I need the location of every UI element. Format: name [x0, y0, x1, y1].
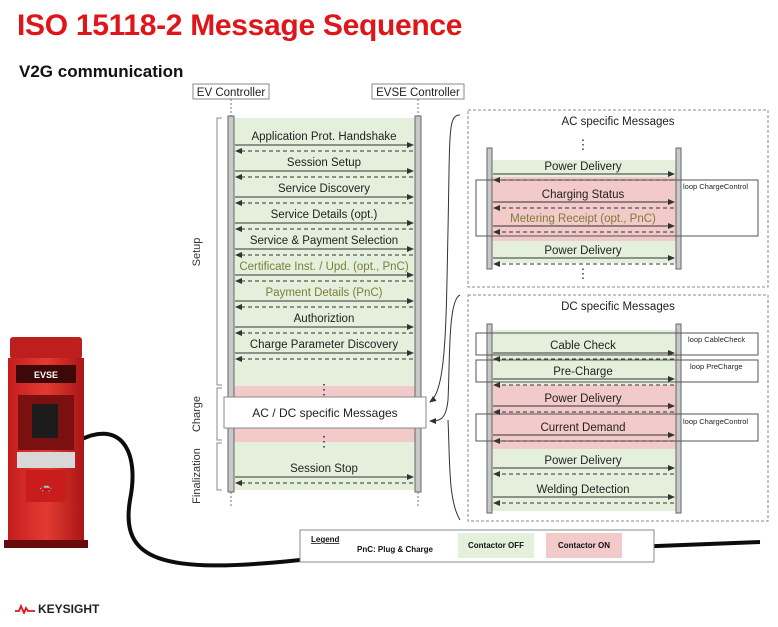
- ac_panel-message-2: Metering Receipt (opt., PnC): [493, 213, 675, 235]
- message-6: Payment Details (PnC): [235, 287, 414, 310]
- message-4: Service & Payment Selection: [235, 235, 414, 258]
- evse-station-illustration: EVSE 🚗: [4, 337, 88, 548]
- ac-panel-title: AC specific Messages: [561, 116, 674, 128]
- panel-message-label: Metering Receipt (opt., PnC): [510, 213, 656, 225]
- message-7: Authoriztion: [235, 313, 414, 336]
- dc_panel-message-1: Pre-Charge: [493, 366, 675, 388]
- ac-dc-specific-label: AC / DC specific Messages: [252, 406, 397, 420]
- finalization-brace: [216, 442, 222, 491]
- svg-text:⋮: ⋮: [577, 137, 590, 152]
- ac-evse-lifeline: [675, 147, 682, 270]
- contactor-off-band-setup: [234, 118, 415, 386]
- brand-name: KEYSIGHT: [38, 602, 100, 616]
- legend-title: Legend: [311, 535, 340, 544]
- legend-contactor-on: Contactor ON: [558, 541, 610, 550]
- svg-text:🚗: 🚗: [40, 482, 52, 493]
- dc-loop-precharge: [475, 359, 759, 383]
- session-stop-message: Session Stop: [235, 463, 414, 486]
- message-label: Payment Details (PnC): [266, 287, 383, 299]
- session-stop-label: Session Stop: [290, 463, 358, 475]
- dc-specific-panel: DC specific Messages loop CableCheck loo…: [467, 294, 769, 522]
- brand-logo: KEYSIGHT: [15, 602, 99, 616]
- legend-contactor-off: Contactor OFF: [468, 541, 524, 550]
- ev-controller-label: EV Controller: [197, 87, 266, 99]
- message-label: Service Discovery: [278, 183, 370, 195]
- ac-ev-lifeline: [486, 147, 493, 270]
- panel-message-label: Cable Check: [550, 340, 616, 352]
- page-subtitle: V2G communication: [19, 62, 184, 81]
- evse-label: EVSE: [34, 370, 58, 380]
- svg-text:⋮: ⋮: [577, 266, 590, 281]
- dc_panel-message-0: Cable Check: [493, 340, 675, 362]
- panel-message-label: Charging Status: [542, 189, 625, 201]
- dc-ev-lifeline: [486, 323, 493, 514]
- dc_panel-message-2: Power Delivery: [493, 393, 675, 415]
- connector-dc: [429, 294, 461, 424]
- dc-loop-cablecheck: [475, 332, 759, 356]
- ac_panel-message-0: Power Delivery: [493, 161, 675, 183]
- ac_panel-message-3: Power Delivery: [493, 245, 675, 267]
- charging-cable: [79, 431, 761, 568]
- dc_panel-message-5: Welding Detection: [493, 484, 675, 506]
- message-5: Certificate Inst. / Upd. (opt., PnC): [235, 261, 414, 284]
- message-label: Authoriztion: [294, 313, 355, 325]
- contactor-off-band-final: [234, 442, 415, 490]
- legend: Legend PnC: Plug & Charge Contactor OFF …: [299, 529, 655, 563]
- ac-dc-specific-box: [223, 396, 427, 429]
- panel-message-label: Power Delivery: [544, 455, 622, 467]
- ac-loop-label: loop ChargeControl: [683, 182, 748, 191]
- setup-brace: [216, 117, 222, 386]
- message-1: Session Setup: [235, 157, 414, 180]
- ac_panel-message-1: Charging Status: [493, 189, 675, 211]
- message-8: Charge Parameter Discovery: [235, 339, 414, 362]
- ac-specific-panel: AC specific Messages ⋮ ⋮ loop ChargeCont…: [467, 109, 769, 288]
- evse-lifeline: [414, 115, 422, 493]
- legend-pnc: PnC: Plug & Charge: [357, 545, 434, 554]
- phase-finalization-label: Finalization: [191, 448, 203, 504]
- message-label: Service Details (opt.): [271, 209, 378, 221]
- message-label: Service & Payment Selection: [250, 235, 398, 247]
- dc-evse-lifeline: [675, 323, 682, 514]
- panel-message-label: Power Delivery: [544, 393, 622, 405]
- dc-loop-chargecontrol-label: loop ChargeControl: [683, 417, 748, 426]
- message-label: Certificate Inst. / Upd. (opt., PnC): [239, 261, 409, 273]
- message-2: Service Discovery: [235, 183, 414, 206]
- message-0: Application Prot. Handshake: [235, 131, 414, 154]
- dc_panel-message-3: Current Demand: [493, 422, 675, 444]
- message-3: Service Details (opt.): [235, 209, 414, 232]
- dc-panel-title: DC specific Messages: [561, 301, 675, 313]
- panel-message-label: Pre-Charge: [553, 366, 612, 378]
- ellipsis-upper: ⋮: [317, 381, 331, 397]
- phase-charge-label: Charge: [191, 396, 203, 432]
- dc_panel-message-4: Power Delivery: [493, 455, 675, 477]
- panel-message-label: Power Delivery: [544, 245, 622, 257]
- legend-contactor-off-swatch: [458, 533, 534, 558]
- dc-loop-cablecheck-label: loop CableCheck: [688, 335, 745, 344]
- connector-ac: [429, 114, 461, 403]
- panel-message-label: Current Demand: [540, 422, 625, 434]
- charge-brace: [216, 387, 222, 441]
- message-label: Session Setup: [287, 157, 361, 169]
- panel-message-label: Welding Detection: [536, 484, 629, 496]
- ellipsis-lower: ⋮: [317, 433, 331, 449]
- panel-message-label: Power Delivery: [544, 161, 622, 173]
- dc-loop-precharge-label: loop PreCharge: [690, 362, 743, 371]
- legend-contactor-on-swatch: [546, 533, 622, 558]
- message-label: Charge Parameter Discovery: [250, 339, 399, 351]
- phase-setup-label: Setup: [191, 238, 203, 267]
- message-label: Application Prot. Handshake: [251, 131, 396, 143]
- evse-controller-label: EVSE Controller: [376, 87, 460, 99]
- ev-lifeline: [227, 115, 235, 493]
- page-title: ISO 15118-2 Message Sequence: [17, 9, 463, 42]
- keysight-wave-icon: [15, 604, 35, 614]
